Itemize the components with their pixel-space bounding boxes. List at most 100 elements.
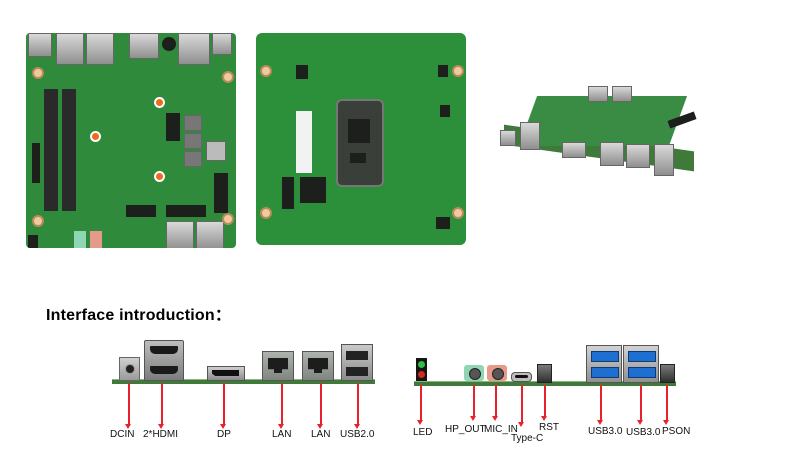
usb-port-graphic bbox=[654, 144, 674, 176]
buzzer-graphic bbox=[162, 37, 176, 51]
typec-port bbox=[511, 372, 532, 382]
chip-graphic bbox=[436, 217, 450, 229]
dp-port-graphic bbox=[129, 33, 159, 59]
mount-hole-graphic bbox=[222, 71, 234, 83]
label-rst: RST bbox=[539, 422, 559, 433]
hdmi-slot-bottom bbox=[150, 366, 178, 374]
usb3-port-stack-1 bbox=[586, 345, 622, 383]
chip-graphic bbox=[166, 113, 180, 141]
label-lan-2: LAN bbox=[311, 429, 331, 440]
usb3-port-stack-2 bbox=[623, 345, 659, 383]
hp-out-jack bbox=[464, 365, 484, 381]
mic-in-arrow bbox=[492, 385, 498, 421]
board-bottom-view-photo bbox=[256, 33, 466, 245]
usb3-slot-bottom bbox=[628, 367, 656, 378]
label-usb3-1: USB3.0 bbox=[588, 426, 623, 437]
rst-arrow bbox=[541, 385, 547, 421]
hdmi-arrow bbox=[158, 383, 164, 429]
led-red-icon bbox=[418, 371, 425, 378]
section-title: Interface introduction： bbox=[46, 307, 232, 324]
label-dcin: DCIN bbox=[110, 429, 135, 440]
usb3-2-arrow bbox=[637, 385, 643, 425]
dp-arrow bbox=[220, 383, 226, 429]
m2-slot-graphic bbox=[126, 205, 156, 217]
usb3-port-graphic bbox=[166, 221, 194, 248]
typec-arrow bbox=[518, 385, 524, 427]
label-sticker-graphic bbox=[296, 111, 312, 173]
hp-out-arrow bbox=[470, 385, 476, 421]
lan2-arrow bbox=[317, 383, 323, 429]
lan-port-1 bbox=[262, 351, 294, 381]
marker-dot-graphic bbox=[154, 171, 165, 182]
label-hdmi: 2*HDMI bbox=[143, 429, 179, 440]
label-usb2: USB2.0 bbox=[340, 429, 375, 440]
label-typec: Type-C bbox=[511, 433, 544, 444]
marker-dot-graphic bbox=[154, 97, 165, 108]
pch-die-graphic bbox=[350, 153, 366, 163]
lan-port-graphic bbox=[86, 33, 114, 65]
sd-slot-graphic bbox=[206, 141, 226, 161]
mount-hole-graphic bbox=[452, 65, 464, 77]
cpu-package-graphic bbox=[336, 99, 384, 187]
hdmi-port-graphic bbox=[520, 122, 540, 150]
m2-slot-graphic bbox=[166, 205, 206, 217]
pson-button bbox=[660, 364, 675, 383]
header-graphic bbox=[214, 173, 228, 213]
inductor-graphic bbox=[184, 133, 202, 149]
usb3-slot-top bbox=[591, 351, 619, 362]
cpu-die-graphic bbox=[348, 119, 370, 143]
mic-in-jack bbox=[487, 365, 507, 381]
inductor-graphic bbox=[184, 115, 202, 131]
lan-port-graphic bbox=[626, 144, 650, 168]
usb3-1-arrow bbox=[597, 385, 603, 425]
label-dp: DP bbox=[217, 429, 231, 440]
dcin-arrow bbox=[125, 383, 131, 429]
label-pson: PSON bbox=[662, 426, 691, 437]
dp-port bbox=[207, 366, 245, 381]
usb2-arrow bbox=[354, 383, 360, 429]
mount-hole-graphic bbox=[260, 65, 272, 77]
chip-graphic bbox=[300, 177, 326, 203]
header-graphic bbox=[32, 143, 40, 183]
label-lan-1: LAN bbox=[272, 429, 292, 440]
usb3-slot-top bbox=[628, 351, 656, 362]
lan1-arrow bbox=[278, 383, 284, 429]
usb3-port-graphic bbox=[196, 221, 224, 248]
label-usb3-2: USB3.0 bbox=[626, 427, 661, 438]
hdmi-port-stack bbox=[144, 340, 184, 381]
led-green-icon bbox=[418, 361, 425, 368]
inductor-graphic bbox=[184, 151, 202, 167]
mount-hole-graphic bbox=[260, 207, 272, 219]
led-indicator bbox=[416, 358, 427, 381]
dcin-port-graphic bbox=[212, 33, 232, 55]
chip-graphic bbox=[296, 65, 308, 79]
lan-port-graphic bbox=[600, 142, 624, 166]
label-led: LED bbox=[413, 427, 433, 438]
audio-in-graphic bbox=[90, 231, 102, 248]
board-isometric-view-photo bbox=[498, 86, 698, 181]
usb2-slot-bottom bbox=[346, 367, 368, 376]
label-hp-out: HP_OUT bbox=[445, 424, 486, 435]
usb2-slot-top bbox=[346, 351, 368, 360]
sodimm-slot-graphic bbox=[44, 89, 58, 211]
dcin-port bbox=[119, 357, 140, 381]
hdmi-port-graphic bbox=[178, 33, 210, 65]
lan-port-graphic bbox=[56, 33, 84, 65]
marker-dot-graphic bbox=[90, 131, 101, 142]
pson-arrow bbox=[663, 385, 669, 425]
usb3-slot-bottom bbox=[591, 367, 619, 378]
audio-out-graphic bbox=[74, 231, 86, 248]
dcin-port-graphic bbox=[500, 130, 516, 146]
chip-graphic bbox=[282, 177, 294, 209]
board-top-view-photo bbox=[26, 33, 236, 248]
mount-hole-graphic bbox=[32, 67, 44, 79]
mount-hole-graphic bbox=[452, 207, 464, 219]
mount-hole-graphic bbox=[32, 215, 44, 227]
hdmi-slot-top bbox=[150, 346, 178, 354]
label-mic-in: MIC_IN bbox=[484, 424, 518, 435]
pcb-surface-graphic bbox=[518, 96, 688, 146]
sodimm-slot-graphic bbox=[62, 89, 76, 211]
usb3-port-graphic bbox=[612, 86, 632, 102]
usb3-port-graphic bbox=[588, 86, 608, 102]
usb-port-graphic bbox=[28, 33, 52, 57]
